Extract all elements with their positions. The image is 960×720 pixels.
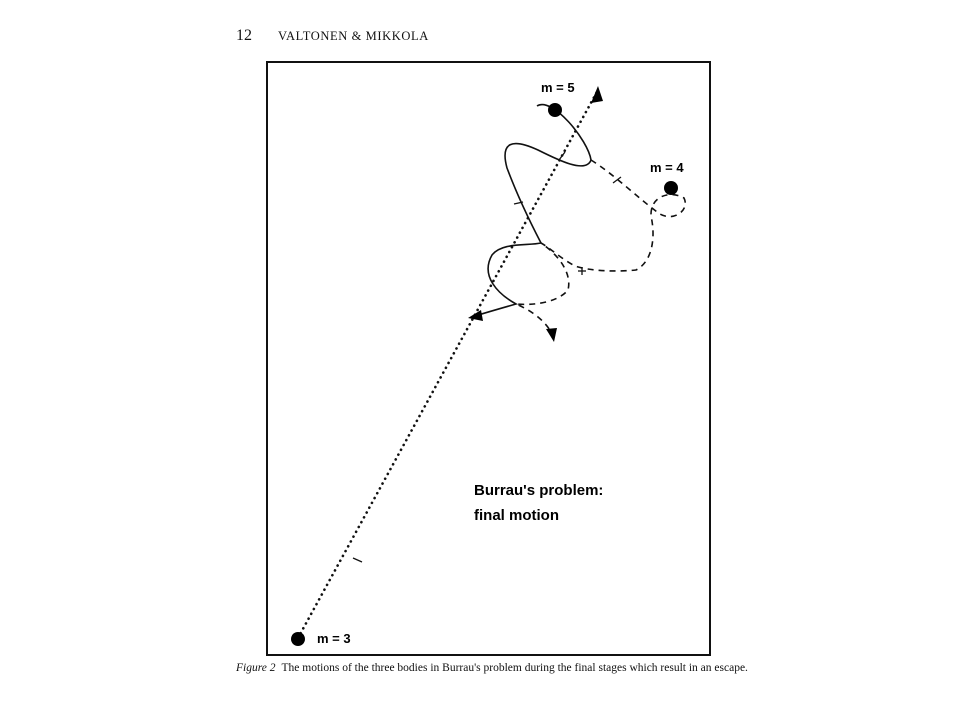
figure-caption: Figure 2 The motions of the three bodies … [236,661,756,675]
label-m3: m = 3 [317,631,351,646]
body-m5 [548,103,562,117]
caption-text: The motions of the three bodies in Burra… [281,662,748,674]
label-m4: m = 4 [650,160,684,175]
label-m5: m = 5 [541,80,575,95]
trajectory-m3-dotted [296,88,600,640]
trajectory-m4-dashed [515,159,687,337]
trajectory-tick [558,151,566,161]
arrowhead-m5 [468,310,483,321]
caption-label: Figure 2 [236,662,276,674]
body-m4 [664,181,678,195]
page-number: 12 [236,27,252,44]
figure-frame [266,61,711,656]
figure-title-line-1: Burrau's problem: [474,482,603,499]
arrowhead-m4 [546,328,557,342]
trajectory-tick [612,176,622,184]
trajectory-tick [513,201,524,205]
arrowhead-m3 [591,86,603,103]
trajectory-tick [352,557,363,563]
running-head-authors: VALTONEN & MIKKOLA [278,29,429,43]
body-m3 [291,632,305,646]
figure-title-line-2: final motion [474,507,559,524]
running-head: 12 VALTONEN & MIKKOLA [236,27,429,47]
